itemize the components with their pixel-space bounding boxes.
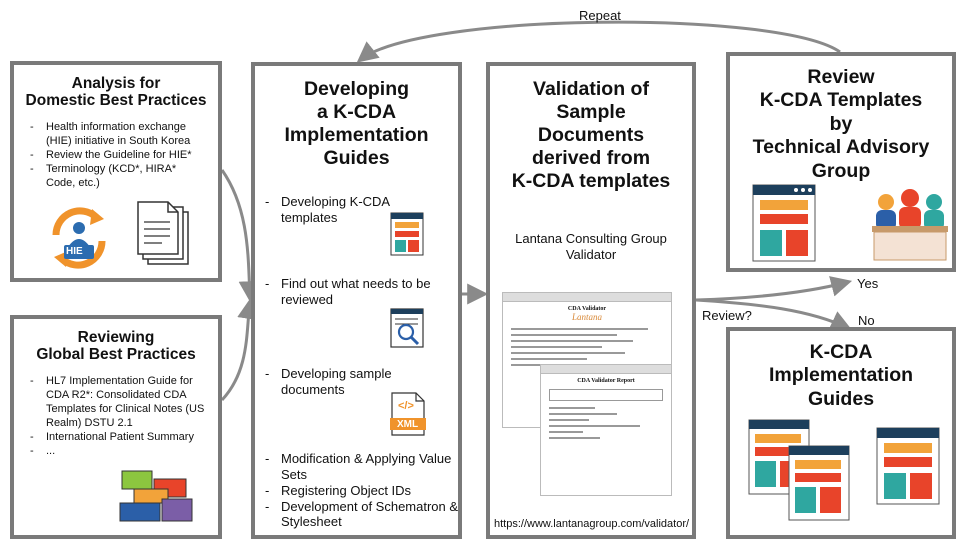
guide-documents-icon	[748, 419, 850, 521]
list-item: Terminology (KCD*, HIRA* Code, etc.)	[30, 162, 208, 190]
list-item: Modification & Applying Value Sets	[265, 451, 460, 483]
domestic-title: Analysis for Domestic Best Practices	[25, 75, 207, 110]
building-blocks-icon	[119, 470, 193, 522]
yes-arrow	[695, 276, 853, 302]
list-item: Find out what needs to be reviewed	[265, 276, 445, 309]
global-to-dev-arrow	[220, 297, 259, 402]
validation-title: Validation of Sample Documents derived f…	[511, 78, 671, 192]
list-item: ...	[30, 444, 208, 458]
template-document-icon	[752, 184, 816, 262]
documents-stack-icon	[137, 201, 189, 265]
review-box: Review K-CDA Templates by Technical Advi…	[726, 52, 956, 272]
validator-screen-title: CDA Validator	[567, 306, 607, 312]
validator-report-title: CDA Validator Report	[577, 378, 635, 384]
developing-title: Developing a K-CDA Implementation Guides	[284, 78, 429, 169]
validator-caption: Lantana Consulting Group Validator	[515, 231, 667, 263]
repeat-label: Repeat	[579, 8, 621, 23]
hie-exchange-icon	[52, 207, 106, 269]
validation-box: Validation of Sample Documents derived f…	[486, 62, 696, 539]
developing-items-tail: Modification & Applying Value Sets Regis…	[265, 451, 460, 530]
list-item: Developing sample documents	[265, 366, 415, 399]
guide-document-icon	[876, 427, 940, 505]
no-arrow	[695, 298, 852, 331]
xml-file-icon	[390, 392, 426, 436]
validator-screen-logo: Lantana	[571, 312, 602, 322]
advisory-group-icon	[872, 189, 948, 261]
review-title: Review K-CDA Templates by Technical Advi…	[752, 66, 930, 182]
guides-title: K-CDA Implementation Guides	[768, 341, 914, 410]
list-item: Developing K-CDA templates	[265, 194, 415, 227]
developing-item-3: Developing sample documents	[265, 366, 415, 399]
review-magnifier-icon	[390, 308, 424, 348]
developing-item-1: Developing K-CDA templates	[265, 194, 415, 227]
list-item: HL7 Implementation Guide for CDA R2*: Co…	[30, 374, 208, 430]
template-document-icon	[390, 212, 424, 256]
implementation-guides-box: K-CDA Implementation Guides	[726, 327, 956, 539]
validator-url[interactable]: https://www.lantanagroup.com/validator/	[494, 518, 690, 530]
xml-badge: XML	[397, 419, 419, 430]
review-question-label: Review?	[702, 308, 752, 323]
yes-label: Yes	[857, 276, 879, 291]
no-label: No	[858, 313, 875, 328]
global-items: HL7 Implementation Guide for CDA R2*: Co…	[30, 374, 208, 459]
list-item: Development of Schematron & Stylesheet	[265, 499, 460, 531]
domestic-items: Health information exchange (HIE) initia…	[30, 120, 208, 190]
list-item: International Patient Summary	[30, 430, 208, 444]
validator-report-screenshot: CDA Validator Report	[540, 364, 672, 496]
repeat-arrow	[356, 20, 841, 63]
list-item: Review the Guideline for HIE*	[30, 148, 208, 162]
hie-badge: HIE	[66, 246, 83, 257]
global-title: Reviewing Global Best Practices	[36, 329, 196, 364]
code-glyph: </>	[398, 400, 414, 412]
domestic-to-dev-arrow	[220, 169, 260, 303]
developing-item-2: Find out what needs to be reviewed	[265, 276, 445, 309]
global-best-practices-box: Reviewing Global Best Practices HL7 Impl…	[10, 315, 222, 539]
list-item: Health information exchange (HIE) initia…	[30, 120, 208, 148]
developing-guides-box: Developing a K-CDA Implementation Guides…	[251, 62, 462, 539]
list-item: Registering Object IDs	[265, 483, 460, 499]
domestic-best-practices-box: Analysis for Domestic Best Practices Hea…	[10, 61, 222, 282]
